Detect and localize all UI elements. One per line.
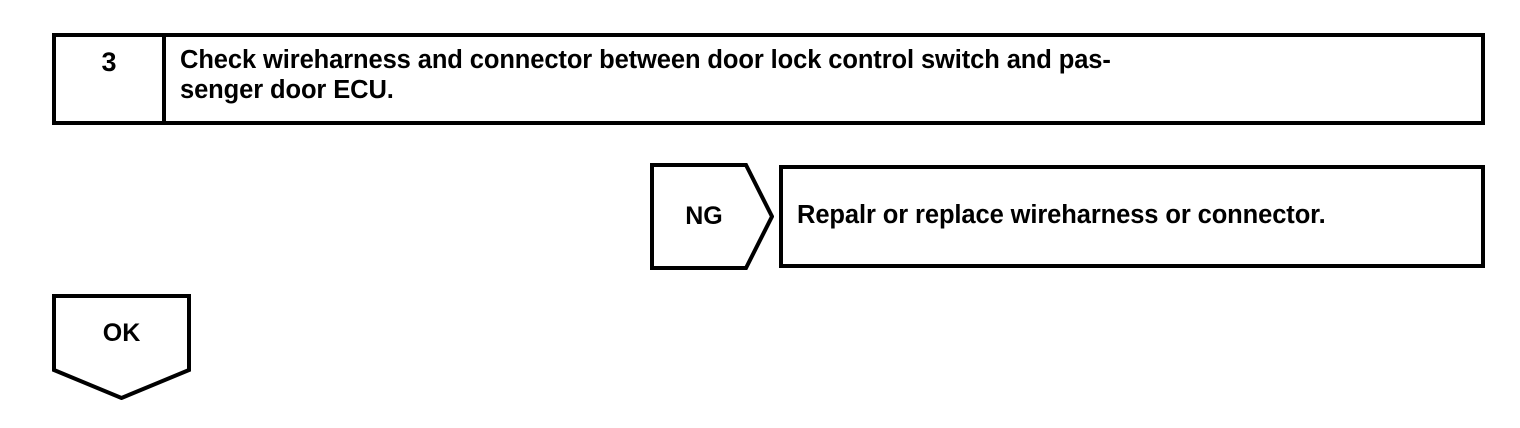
ng-pentagon-outline — [650, 163, 774, 270]
step-number: 3 — [101, 47, 117, 77]
step-instruction-text: Check wireharness and connector between … — [180, 46, 1111, 104]
ok-branch-pentagon — [52, 294, 191, 400]
ng-action-box: Repalr or replace wireharness or connect… — [779, 165, 1485, 268]
step-box: 3 Check wireharness and connector betwee… — [52, 33, 1485, 125]
step-instruction-cell: Check wireharness and connector between … — [166, 37, 1481, 121]
step-number-cell: 3 — [56, 37, 166, 121]
ok-pentagon-outline — [52, 294, 191, 400]
ng-branch-pentagon — [650, 163, 774, 270]
ng-action-text: Repalr or replace wireharness or connect… — [797, 200, 1326, 229]
